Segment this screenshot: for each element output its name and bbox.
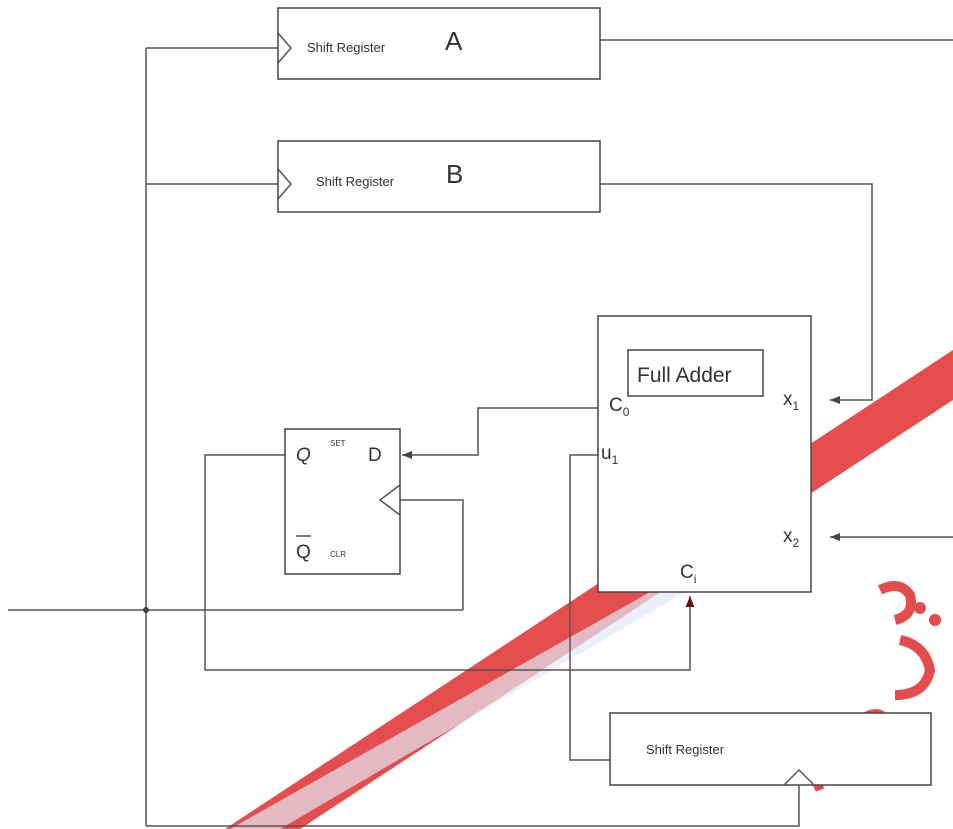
shift-register-b-clock-icon (277, 168, 292, 200)
c0-label: C0 (609, 395, 630, 419)
q-bar-label: Q (296, 542, 311, 563)
shift-register-b: Shift Register B (277, 140, 601, 213)
u1-label: u1 (601, 443, 619, 467)
shift-register-c-box (609, 712, 932, 786)
reg-b-output-to-x1 (600, 183, 873, 404)
full-adder-title-box (627, 349, 764, 397)
watermark-glyph-1 (877, 581, 916, 625)
shift-register-c-label: Shift Register (646, 742, 725, 757)
shift-register-a-clock-icon (277, 32, 292, 64)
set-label: SET (330, 439, 346, 448)
c0-to-d (402, 407, 598, 459)
u1-to-reg-c (569, 454, 610, 761)
shift-register-a: Shift Register A (277, 7, 601, 80)
shift-register-a-letter: A (445, 26, 463, 56)
watermark-dot-1 (929, 614, 941, 626)
clock-junction (143, 607, 149, 613)
wires (8, 39, 953, 827)
flip-flop-clock-icon (378, 484, 401, 516)
d-flip-flop: Q SET D Q CLR (284, 428, 401, 575)
shift-register-c: Shift Register (609, 712, 932, 786)
shift-register-a-label: Shift Register (307, 40, 386, 55)
full-adder-title: Full Adder (637, 364, 732, 387)
shift-register-b-label: Shift Register (316, 174, 395, 189)
watermark-blue-stripe (230, 530, 760, 829)
x1-label: x1 (783, 389, 800, 413)
shift-register-b-box (277, 140, 601, 213)
full-adder: Full Adder C0 u1 x1 x2 Ci (597, 315, 812, 593)
watermark-glyph-2 (894, 635, 936, 700)
clock-to-reg-c (146, 786, 800, 827)
ci-label: Ci (680, 562, 696, 586)
x2-label: x2 (783, 526, 800, 550)
watermark-dot-2 (914, 602, 926, 614)
clock-to-flip-flop (400, 499, 464, 610)
q-label: Q (296, 445, 311, 466)
shift-register-c-clock-icon (783, 768, 815, 786)
d-label: D (368, 445, 382, 466)
clr-label: CLR (330, 550, 346, 559)
shift-register-a-box (277, 7, 601, 80)
shift-register-b-letter: B (446, 159, 463, 189)
q-to-ci (204, 454, 695, 671)
